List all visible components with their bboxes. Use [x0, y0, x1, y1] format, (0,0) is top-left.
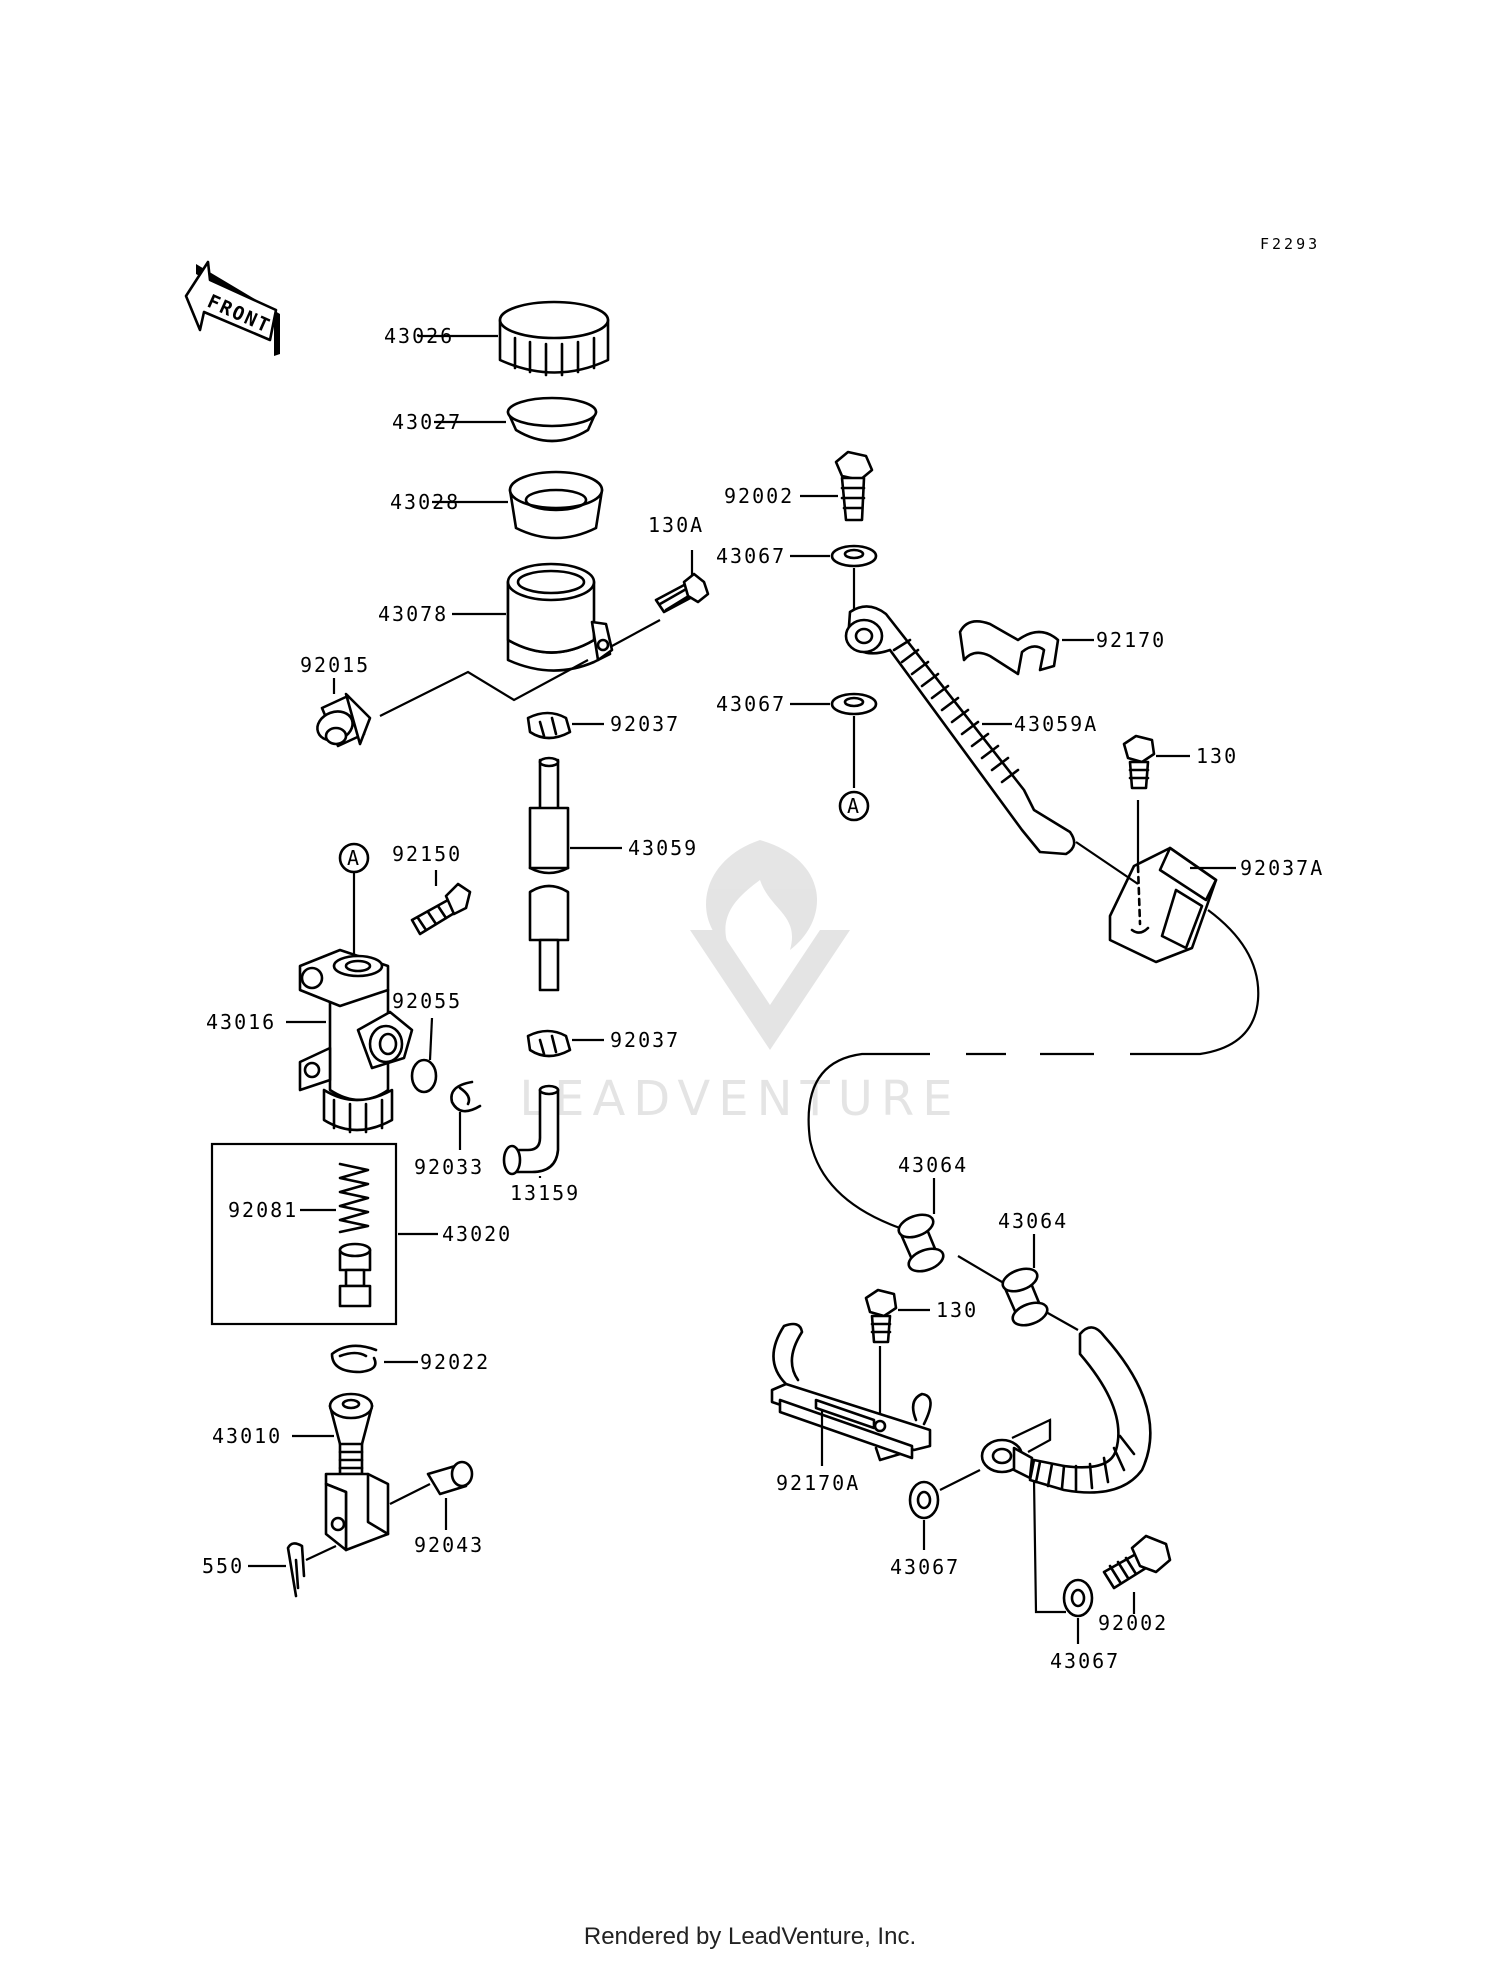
footer-credit: Rendered by LeadVenture, Inc.: [583, 1923, 917, 1950]
washer-bottom-b: [1062, 1578, 1094, 1618]
label-130-lower: 130: [936, 1298, 978, 1322]
label-130-upper: 130: [1196, 744, 1238, 768]
circlip-92022: [330, 1344, 378, 1374]
label-43067-top-b: 43067: [716, 692, 786, 716]
label-43016: 43016: [206, 1010, 276, 1034]
bolt-130A: [654, 572, 710, 614]
label-43078: 43078: [378, 602, 448, 626]
label-92033: 92033: [414, 1155, 484, 1179]
reservoir-cap: [498, 300, 610, 377]
circle-ref-right: A: [847, 794, 861, 818]
hose-guard: [1108, 846, 1218, 964]
hose-clamp-lower: [526, 1029, 572, 1058]
grommet-a: [897, 1213, 945, 1273]
label-92170A: 92170A: [776, 1471, 860, 1495]
label-92015: 92015: [300, 653, 370, 677]
hose-clamp-upper: [526, 711, 572, 740]
label-43067-bottom-b: 43067: [1050, 1649, 1120, 1673]
circlip-92033: [450, 1080, 482, 1113]
clevis-pin: [426, 1460, 474, 1496]
diaphragm: [508, 470, 604, 540]
label-43027: 43027: [392, 410, 462, 434]
diaphragm-plate: [506, 396, 598, 443]
label-43064-a: 43064: [898, 1153, 968, 1177]
reservoir: [506, 562, 614, 672]
elbow-fitting: [502, 1084, 560, 1176]
label-92150: 92150: [392, 842, 462, 866]
label-43059A: 43059A: [1014, 712, 1098, 736]
piston-kit-box: [210, 1142, 398, 1326]
bleeder-valve: [410, 882, 472, 936]
hose-clip-92170: [958, 620, 1060, 676]
label-92081: 92081: [228, 1198, 298, 1222]
watermark-text: LEADVENTURE: [519, 1071, 960, 1127]
label-550: 550: [202, 1554, 244, 1578]
label-43028: 43028: [390, 490, 460, 514]
piston: [338, 1242, 372, 1308]
label-43020: 43020: [442, 1222, 512, 1246]
label-43067-bottom-a: 43067: [890, 1555, 960, 1579]
label-92022: 92022: [420, 1350, 490, 1374]
bushing-92015: [316, 692, 372, 748]
banjo-bolt-top: [834, 450, 874, 522]
hose-routing-line: [807, 909, 1260, 1331]
figure-code: F2293: [1260, 235, 1320, 253]
master-cylinder-body: [298, 948, 414, 1134]
label-43064-b: 43064: [998, 1209, 1068, 1233]
label-130A: 130A: [648, 513, 704, 537]
label-13159: 13159: [510, 1181, 580, 1205]
spring: [338, 1162, 370, 1234]
banjo-bolt-bottom: [1102, 1534, 1172, 1590]
washer-bottom-a: [908, 1480, 940, 1520]
watermark: LEADVENTURE: [519, 840, 960, 1127]
label-43067-top-a: 43067: [716, 544, 786, 568]
o-ring: [410, 1058, 438, 1094]
label-92055: 92055: [392, 989, 462, 1013]
label-43026: 43026: [384, 324, 454, 348]
label-92002-top: 92002: [724, 484, 794, 508]
reservoir-hose: [528, 756, 570, 992]
grommet-b: [1001, 1267, 1049, 1327]
label-92037-lower: 92037: [610, 1028, 680, 1052]
label-92043: 92043: [414, 1533, 484, 1557]
front-arrow: FRONT: [184, 260, 280, 356]
washer-top-b: [830, 692, 878, 716]
push-rod: [324, 1392, 390, 1552]
circle-ref-left: A: [347, 846, 361, 870]
bolt-130-lower: [864, 1288, 898, 1344]
label-92037A: 92037A: [1240, 856, 1324, 880]
washer-top-a: [830, 544, 878, 568]
label-92037-upper: 92037: [610, 712, 680, 736]
label-43010: 43010: [212, 1424, 282, 1448]
label-43059: 43059: [628, 836, 698, 860]
hose-bracket: [770, 1322, 932, 1462]
label-92002-bottom: 92002: [1098, 1611, 1168, 1635]
brake-hose-upper: [844, 605, 1076, 856]
bolt-130-upper: [1122, 734, 1156, 790]
brake-hose-lower: [980, 1326, 1152, 1494]
label-92170: 92170: [1096, 628, 1166, 652]
cotter-pin: [286, 1542, 306, 1598]
